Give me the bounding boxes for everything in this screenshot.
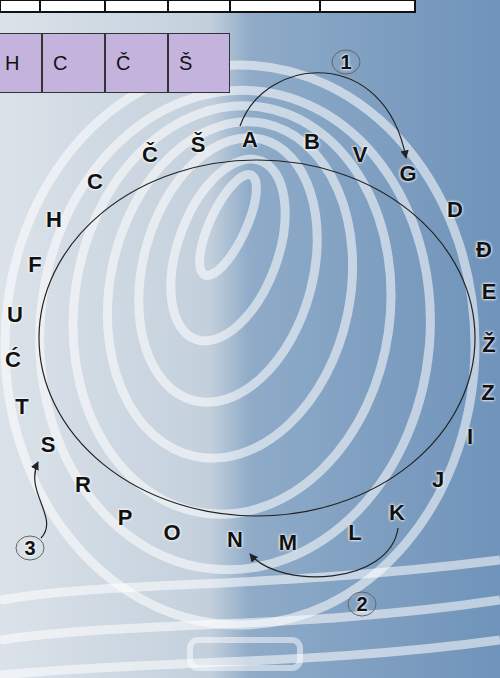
alphabet-letter: S bbox=[41, 434, 56, 456]
table-cell: C bbox=[42, 33, 105, 93]
arrow-3 bbox=[35, 462, 47, 538]
table-cell: H bbox=[0, 33, 42, 93]
letter-ellipse bbox=[39, 160, 475, 516]
callout-circle bbox=[16, 536, 44, 560]
alphabet-letter: R bbox=[75, 474, 91, 496]
alphabet-letter: E bbox=[482, 281, 497, 303]
alphabet-letter: C bbox=[87, 171, 103, 193]
arrow-2 bbox=[250, 528, 398, 577]
alphabet-letter: D bbox=[447, 199, 463, 221]
table-cell: Š bbox=[168, 33, 230, 93]
cell-text: Š bbox=[179, 53, 192, 73]
arrow-1 bbox=[240, 73, 406, 158]
ridge-island bbox=[190, 640, 300, 668]
alphabet-letter: Ž bbox=[482, 334, 495, 356]
alphabet-letter: L bbox=[348, 522, 361, 544]
alphabet-letter: A bbox=[242, 129, 258, 151]
alphabet-letter: O bbox=[163, 522, 180, 544]
alphabet-letter: K bbox=[389, 502, 405, 524]
alphabet-letter: I bbox=[467, 426, 473, 448]
alphabet-letter: Z bbox=[481, 382, 494, 404]
callout-number: 2 bbox=[356, 594, 367, 614]
cell-text: Č bbox=[116, 53, 130, 73]
ridges bbox=[0, 65, 500, 675]
alphabet-letter: U bbox=[7, 304, 23, 326]
callout-number: 3 bbox=[24, 538, 35, 558]
cell-text: H bbox=[5, 53, 19, 73]
alphabet-letter: J bbox=[432, 469, 444, 491]
callout-circle bbox=[332, 50, 360, 74]
alphabet-letter: F bbox=[28, 254, 41, 276]
alphabet-letter: T bbox=[15, 396, 28, 418]
alphabet-letter: P bbox=[118, 507, 133, 529]
alphabet-letter: Ć bbox=[5, 349, 21, 371]
alphabet-letter: N bbox=[227, 529, 243, 551]
callout-circle bbox=[348, 592, 376, 616]
callout-number: 1 bbox=[340, 52, 351, 72]
table-top-edge bbox=[0, 0, 415, 12]
alphabet-letter: B bbox=[304, 131, 320, 153]
cell-text: C bbox=[53, 53, 67, 73]
alphabet-letter: M bbox=[279, 532, 297, 554]
alphabet-letter: Č bbox=[142, 144, 158, 166]
alphabet-letter: Š bbox=[191, 134, 206, 156]
alphabet-letter: V bbox=[353, 144, 368, 166]
alphabet-letter: Đ bbox=[476, 239, 492, 261]
alphabet-letter: G bbox=[399, 163, 416, 185]
table-cell: Č bbox=[105, 33, 168, 93]
alphabet-letter: H bbox=[46, 209, 62, 231]
